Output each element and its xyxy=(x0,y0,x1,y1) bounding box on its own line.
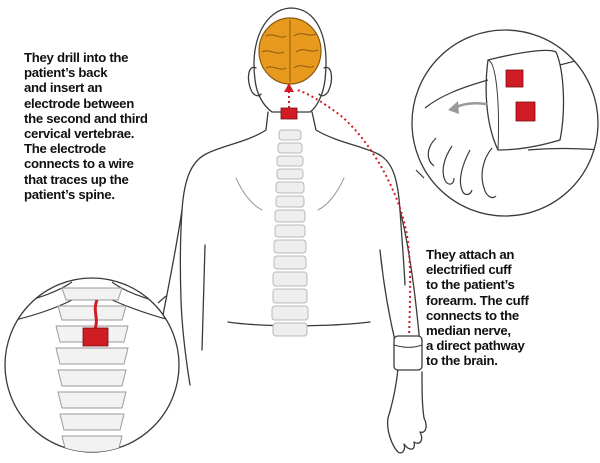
slide-arrow-icon xyxy=(448,101,488,114)
inset-cuff xyxy=(485,49,565,151)
inset-cuff-electrode xyxy=(505,69,524,88)
right-hand-outline xyxy=(386,367,427,454)
right-arm-inner xyxy=(379,249,397,346)
right-shoulder-outline xyxy=(311,111,406,286)
caption-arm-cuff: They attach an electrified cuff to the p… xyxy=(426,247,529,369)
vertebra xyxy=(57,369,127,387)
vertebra xyxy=(278,129,302,141)
inset-shoulder-lines xyxy=(5,281,179,321)
wire-arrow-head xyxy=(284,83,294,92)
vertebra xyxy=(55,347,129,365)
vertebra xyxy=(276,168,304,180)
body-outline xyxy=(159,7,427,454)
right-ear xyxy=(318,66,333,97)
vertebra xyxy=(273,255,307,270)
left-ear xyxy=(247,66,262,97)
vertebra xyxy=(57,305,127,321)
inset-cuff-electrode xyxy=(515,101,536,122)
vertebra xyxy=(272,271,308,287)
inset-wire xyxy=(92,299,99,333)
forearm-cuff xyxy=(393,335,423,371)
head-outline xyxy=(253,7,327,113)
vertebra xyxy=(274,224,306,238)
vertebra xyxy=(272,288,308,304)
arm-wire xyxy=(296,89,412,339)
neck-electrode xyxy=(280,107,298,120)
vertebra xyxy=(276,155,304,167)
left-inset-connector xyxy=(157,295,167,304)
vertebra xyxy=(61,435,123,452)
inset-electrode xyxy=(82,327,109,347)
cuff-edge xyxy=(393,344,423,348)
brain-folds xyxy=(261,20,319,82)
wrist-inset xyxy=(411,29,599,217)
shoulder-blade-left xyxy=(235,177,263,211)
inset-hand xyxy=(424,79,497,199)
vertebra xyxy=(61,287,123,301)
left-arm-inner xyxy=(201,244,206,351)
vertebra xyxy=(271,305,309,321)
vertebra xyxy=(57,391,127,409)
vertebra xyxy=(273,239,307,254)
right-inset-connector xyxy=(415,169,425,179)
left-arm-outer xyxy=(159,209,183,331)
vertebra xyxy=(277,142,303,154)
vertebra xyxy=(274,209,306,223)
vertebra xyxy=(59,413,125,431)
vertebra xyxy=(272,322,308,337)
caption-spine-electrode: They drill into the patient’s back and i… xyxy=(24,50,148,202)
spine xyxy=(271,129,309,337)
right-arm-outer xyxy=(399,209,421,346)
shoulder-blade-right xyxy=(317,177,345,211)
cervical-inset xyxy=(4,277,180,453)
vertebra xyxy=(275,195,305,208)
inset-vertebrae xyxy=(55,287,129,452)
brain xyxy=(258,17,322,85)
inset-cuff-rim xyxy=(487,59,499,151)
vertebra xyxy=(275,181,305,194)
